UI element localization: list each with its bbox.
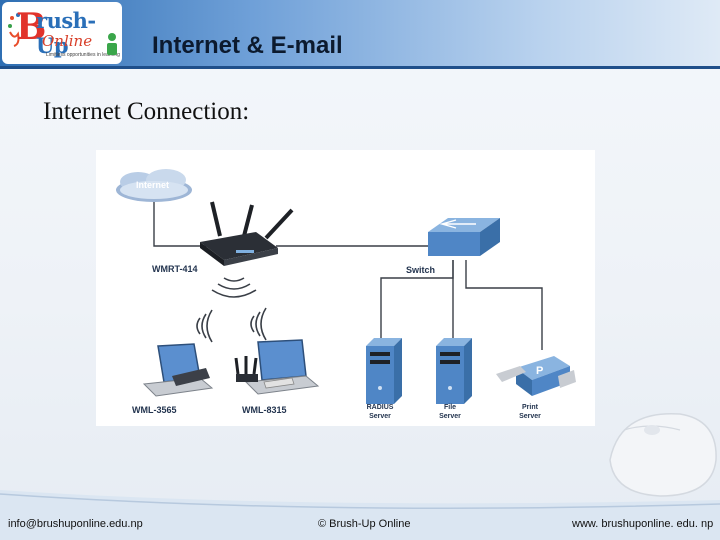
logo-initial: B <box>16 6 47 48</box>
router-label: WMRT-414 <box>152 264 198 274</box>
footer: info@brushuponline.edu.np © Brush-Up Onl… <box>0 490 720 540</box>
logo-subword: Online <box>42 32 93 50</box>
laptop-1-label: WML-3565 <box>132 405 177 415</box>
print-server-label: Print Server <box>519 404 541 420</box>
laptop-client-2-icon <box>234 339 320 395</box>
footer-copyright: © Brush-Up Online <box>318 518 411 530</box>
radius-server-label: RADIUS Server <box>366 404 394 420</box>
network-switch-icon <box>428 218 500 256</box>
network-diagram: P Internet WMRT-414 Switch WML-3565 WML-… <box>96 150 595 426</box>
logo-figure-icon <box>8 13 20 47</box>
router-wifi-waves-icon <box>211 277 257 298</box>
file-server-label: File Server <box>439 404 461 420</box>
network-diagram-canvas: P <box>116 169 576 404</box>
footer-website-link[interactable]: www. brushuponline. edu. np <box>572 518 714 530</box>
footer-swoosh <box>0 490 720 540</box>
section-heading: Internet Connection: <box>43 98 250 125</box>
decorative-mouse-image <box>609 412 717 497</box>
network-wires <box>153 198 543 350</box>
laptop-2-label: WML-8315 <box>242 405 287 415</box>
logo-wordmark: rush-Up <box>36 8 96 58</box>
laptop-client-1-icon <box>142 343 214 397</box>
wireless-router-icon <box>200 201 294 266</box>
switch-label: Switch <box>406 265 436 275</box>
logo-person-icon <box>107 33 117 55</box>
radius-server-icon <box>366 338 402 404</box>
page-title: Internet & E-mail <box>152 32 343 59</box>
file-server-icon <box>436 338 472 404</box>
logo-tagline: Limitless opportunities in learning <box>46 52 120 58</box>
client-wifi-waves-icon <box>196 307 267 343</box>
internet-cloud-icon <box>116 169 192 202</box>
footer-email-link[interactable]: info@brushuponline.edu.np <box>8 518 143 530</box>
print-server-icon: P <box>496 356 576 396</box>
header-divider <box>0 66 720 69</box>
brand-logo[interactable]: B rush-Up Online Limitless opportunities… <box>2 2 122 64</box>
svg-text:P: P <box>536 365 543 377</box>
internet-cloud-label: Internet <box>136 180 170 190</box>
